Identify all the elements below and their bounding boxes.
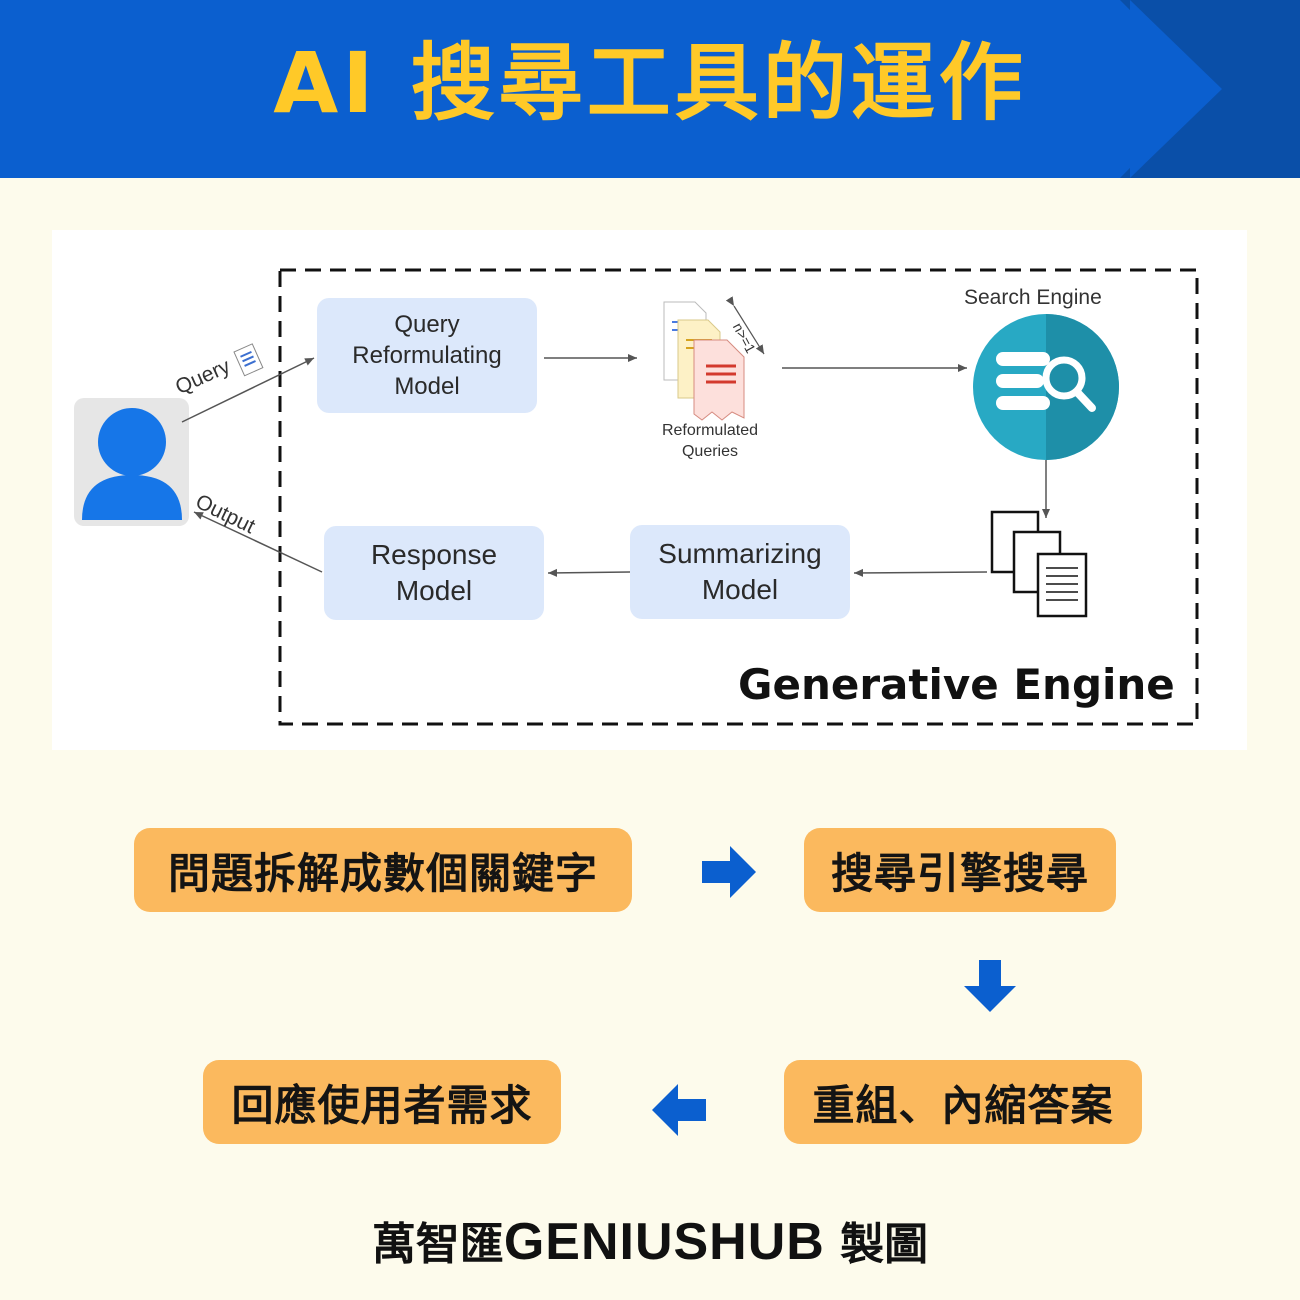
arrow-down-icon	[964, 960, 1016, 1012]
user-icon	[74, 398, 189, 526]
step-decompose-keywords: 問題拆解成數個關鍵字	[134, 828, 632, 912]
header-banner: AI 搜尋工具的運作	[0, 0, 1300, 178]
generative-engine-label: Generative Engine	[738, 660, 1175, 709]
footer-credit: 萬智匯GENIUSHUB 製圖	[0, 1208, 1300, 1272]
arrow-left-icon	[652, 1084, 706, 1136]
arrow-to-summarizing	[853, 568, 988, 577]
footer-brand: GENIUSHUB	[503, 1213, 825, 1271]
diagram-graphics	[74, 268, 1199, 726]
response-model-box: Response Model	[324, 526, 544, 620]
documents-stack-icon	[990, 510, 1088, 618]
query-arrow	[181, 357, 315, 423]
output-arrow	[193, 511, 323, 573]
footer-prefix: 萬智匯	[371, 1219, 504, 1270]
n-double-arrow	[725, 296, 765, 355]
step-respond-user: 回應使用者需求	[203, 1060, 561, 1144]
footer-suffix: 製圖	[824, 1219, 929, 1270]
generative-engine-border	[278, 268, 1199, 726]
summarizing-model-box: Summarizing Model	[630, 525, 850, 619]
step-search-engine: 搜尋引擎搜尋	[804, 828, 1116, 912]
arrow-right-icon	[702, 846, 756, 898]
reformulated-queries-label: Reformulated Queries	[661, 422, 759, 460]
page-title: AI 搜尋工具的運作	[273, 34, 1027, 132]
search-engine-label: Search Engine	[964, 286, 1102, 309]
diagram-panel: Query Reformulating Model Response Model…	[52, 230, 1247, 750]
document-icon	[233, 343, 264, 377]
arrow-to-response	[547, 568, 631, 577]
query-reformulating-model-box: Query Reformulating Model	[317, 298, 537, 413]
search-engine-icon	[973, 314, 1119, 460]
step-recompose-answer: 重組、內縮答案	[784, 1060, 1142, 1144]
reformulated-queries-icon	[663, 301, 745, 421]
